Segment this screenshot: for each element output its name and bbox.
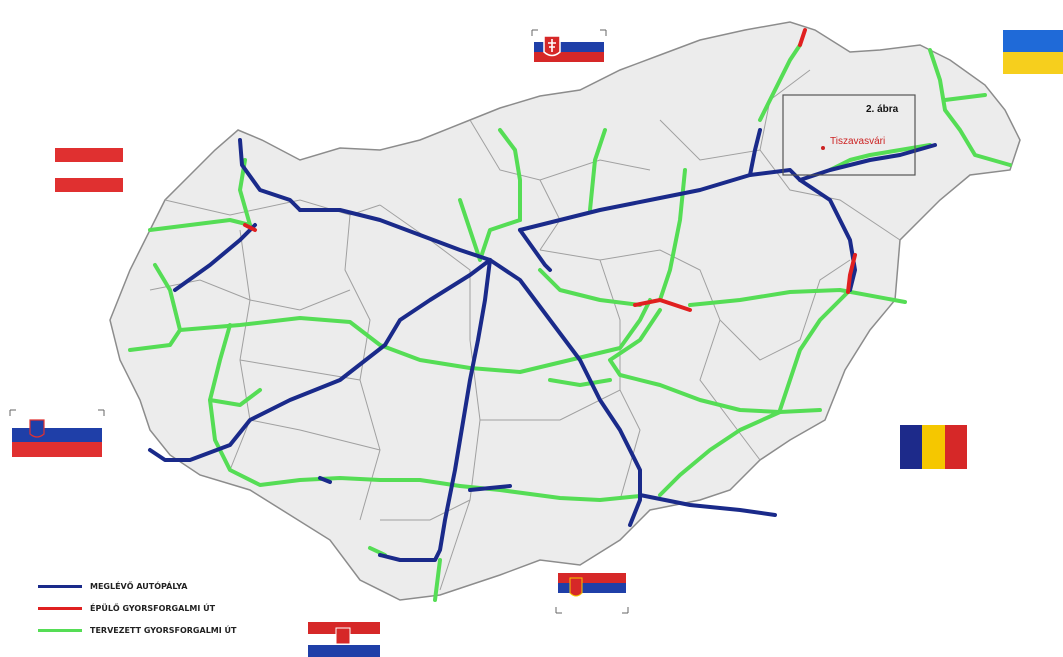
legend-row-planned: TERVEZETT GYORSFORGALMI ÚT <box>38 619 236 641</box>
ukraine-flag-icon <box>1003 30 1063 74</box>
legend-swatch-planned <box>38 628 82 632</box>
city-marker <box>821 146 825 150</box>
legend-row-existing: MEGLÉVŐ AUTÓPÁLYA <box>38 575 236 597</box>
croatia-flag-icon <box>308 622 380 657</box>
hungary-outline <box>109 21 1021 601</box>
legend-label-planned: TERVEZETT GYORSFORGALMI ÚT <box>90 625 237 635</box>
under-construction-expressways <box>243 28 857 312</box>
map-legend: MEGLÉVŐ AUTÓPÁLYA ÉPÜLŐ GYORSFORGALMI ÚT… <box>38 575 236 641</box>
romania-flag-icon <box>900 425 967 469</box>
legend-swatch-existing <box>38 584 82 588</box>
serbia-flag-icon <box>555 573 629 614</box>
slovenia-flag-icon <box>9 409 105 457</box>
inset-title: 2. ábra <box>866 104 899 115</box>
austria-flag-icon <box>55 148 123 192</box>
legend-row-under-construction: ÉPÜLŐ GYORSFORGALMI ÚT <box>38 597 236 619</box>
legend-label-existing: MEGLÉVŐ AUTÓPÁLYA <box>90 581 188 591</box>
existing-motorways <box>148 128 937 562</box>
slovakia-flag-icon <box>531 29 607 62</box>
legend-label-under-construction: ÉPÜLŐ GYORSFORGALMI ÚT <box>90 603 216 613</box>
inset-box: 2. ábra Tiszavasvári <box>782 94 916 176</box>
inset-city-label: Tiszavasvári <box>830 136 885 147</box>
legend-swatch-under-construction <box>38 606 82 610</box>
